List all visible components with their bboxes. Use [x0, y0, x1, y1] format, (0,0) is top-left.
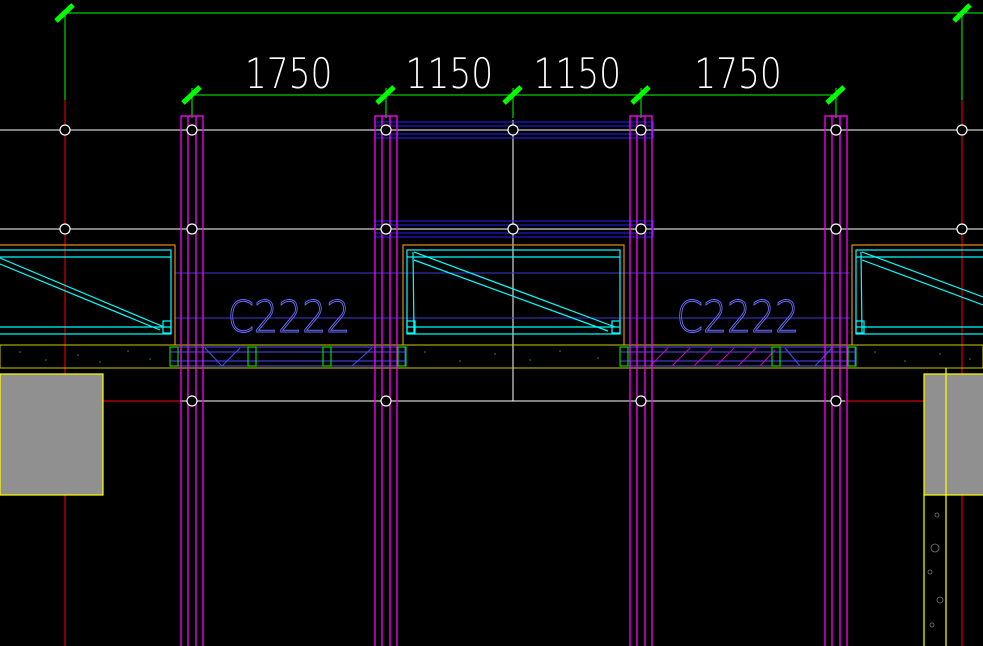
node[interactable]: [635, 124, 647, 136]
window-label-2: C2222: [677, 291, 800, 342]
node[interactable]: [59, 124, 71, 136]
dimension-labels: 1750 1150 1150 1750: [245, 50, 782, 99]
node[interactable]: [956, 223, 968, 235]
dimension-label-3: 1150: [533, 50, 621, 99]
window-labels: C2222 C2222: [227, 291, 800, 343]
node[interactable]: [830, 223, 842, 235]
node[interactable]: [59, 223, 71, 235]
window-left: [0, 249, 172, 335]
node[interactable]: [186, 223, 198, 235]
node[interactable]: [635, 223, 647, 235]
node[interactable]: [830, 395, 842, 407]
overall-dimension: [54, 3, 983, 110]
node[interactable]: [635, 395, 647, 407]
node[interactable]: [380, 395, 392, 407]
lintel-right: [619, 346, 857, 367]
window-center: [406, 249, 621, 335]
node[interactable]: [830, 124, 842, 136]
window-right: [855, 249, 983, 335]
node[interactable]: [186, 395, 198, 407]
dimension-label-1: 1750: [245, 50, 333, 99]
node[interactable]: [380, 223, 392, 235]
sill-band: [0, 344, 983, 369]
window-frames-orange: [0, 244, 983, 345]
node[interactable]: [380, 124, 392, 136]
lintel-left: [169, 346, 407, 367]
grid-nodes: [59, 124, 968, 407]
dimension-label-4: 1750: [694, 50, 782, 99]
node[interactable]: [507, 223, 519, 235]
wall-blocks: [0, 368, 983, 646]
columns: [180, 115, 848, 646]
window-label-1: C2222: [228, 291, 351, 342]
node[interactable]: [186, 124, 198, 136]
dimension-label-2: 1150: [406, 50, 494, 99]
axis-lines-white: [0, 120, 983, 402]
dimension-chain: [181, 85, 846, 118]
node[interactable]: [956, 124, 968, 136]
node[interactable]: [507, 124, 519, 136]
